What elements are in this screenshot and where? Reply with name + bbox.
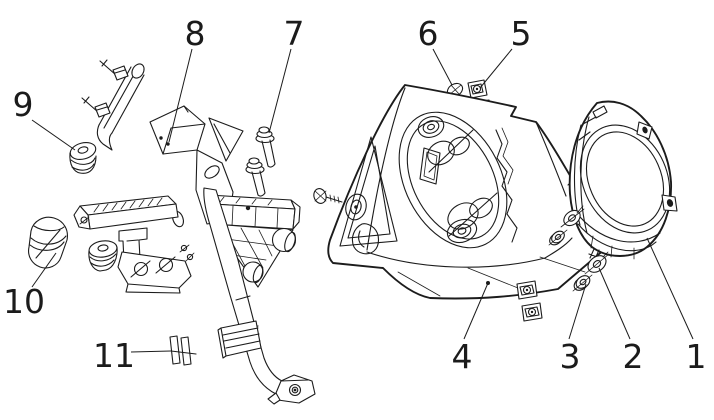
- arm-bolt-icon: [99, 59, 129, 81]
- ribbed-grommet: [88, 240, 118, 272]
- callout-leader-10: [31, 252, 57, 288]
- clip-nut: [516, 280, 538, 300]
- callout-leader-3: [568, 283, 587, 340]
- speedometer-housing: [568, 100, 672, 257]
- foot-plate: [267, 374, 316, 405]
- wing-slot: [339, 136, 398, 247]
- panel-outline: [327, 84, 613, 300]
- callout-leader-11: [130, 350, 172, 353]
- rubber-pad: [217, 320, 262, 359]
- rubber-cap: [28, 216, 68, 269]
- hex-bolt: [255, 126, 276, 168]
- side-boss: [345, 193, 380, 255]
- panel-recess: [419, 147, 441, 185]
- gauge-openings: [427, 129, 498, 237]
- mount-tab-right: [661, 194, 678, 212]
- callout-leader-1: [646, 237, 694, 340]
- lower-plate: [117, 244, 195, 294]
- hex-bolt: [245, 157, 266, 197]
- cross-beam-left: [73, 195, 179, 230]
- clip-nut: [521, 302, 543, 322]
- callout-leader-9: [31, 119, 76, 151]
- mount-tab-top: [636, 121, 653, 140]
- callout-leader-6: [432, 48, 453, 86]
- clamp: [169, 335, 197, 366]
- callout-label-7: 7: [284, 14, 305, 53]
- washer: [584, 253, 610, 275]
- callout-label-11: 11: [93, 336, 135, 375]
- callout-label-4: 4: [452, 337, 473, 376]
- arm-bolt-icon: [81, 96, 111, 118]
- callout-label-10: 10: [3, 282, 45, 321]
- bracket-plate: [149, 105, 206, 155]
- callout-label-8: 8: [185, 14, 206, 53]
- gusset-plate: [212, 223, 297, 288]
- boss-top: [417, 116, 445, 138]
- callout-leader-5: [479, 48, 513, 89]
- nut: [548, 229, 568, 246]
- callout-label-1: 1: [686, 337, 707, 376]
- callout-leader-4: [463, 282, 489, 340]
- panel-step-strip: [495, 129, 518, 243]
- callout-label-9: 9: [13, 85, 34, 124]
- callout-label-6: 6: [418, 14, 439, 53]
- boss-bottom: [446, 218, 478, 244]
- callout-label-5: 5: [511, 14, 532, 53]
- callout-leader-2: [598, 267, 631, 340]
- screw: [313, 188, 343, 204]
- speedometer: [568, 100, 678, 260]
- callout-label-2: 2: [623, 337, 644, 376]
- callout-dot-4: [486, 281, 490, 285]
- callouts-layer: 1 2 3 4 5 6 7 8 9 10 11: [3, 14, 707, 376]
- flag-bracket: [208, 117, 244, 162]
- callout-label-3: 3: [560, 337, 581, 376]
- nut: [572, 274, 593, 292]
- callout-leader-7: [268, 48, 292, 134]
- washer: [560, 208, 585, 228]
- mounting-bracket-assembly: [73, 59, 316, 405]
- speedometer-bezel: [579, 124, 671, 234]
- callout-leader-8: [168, 48, 193, 143]
- grommet: [69, 142, 97, 174]
